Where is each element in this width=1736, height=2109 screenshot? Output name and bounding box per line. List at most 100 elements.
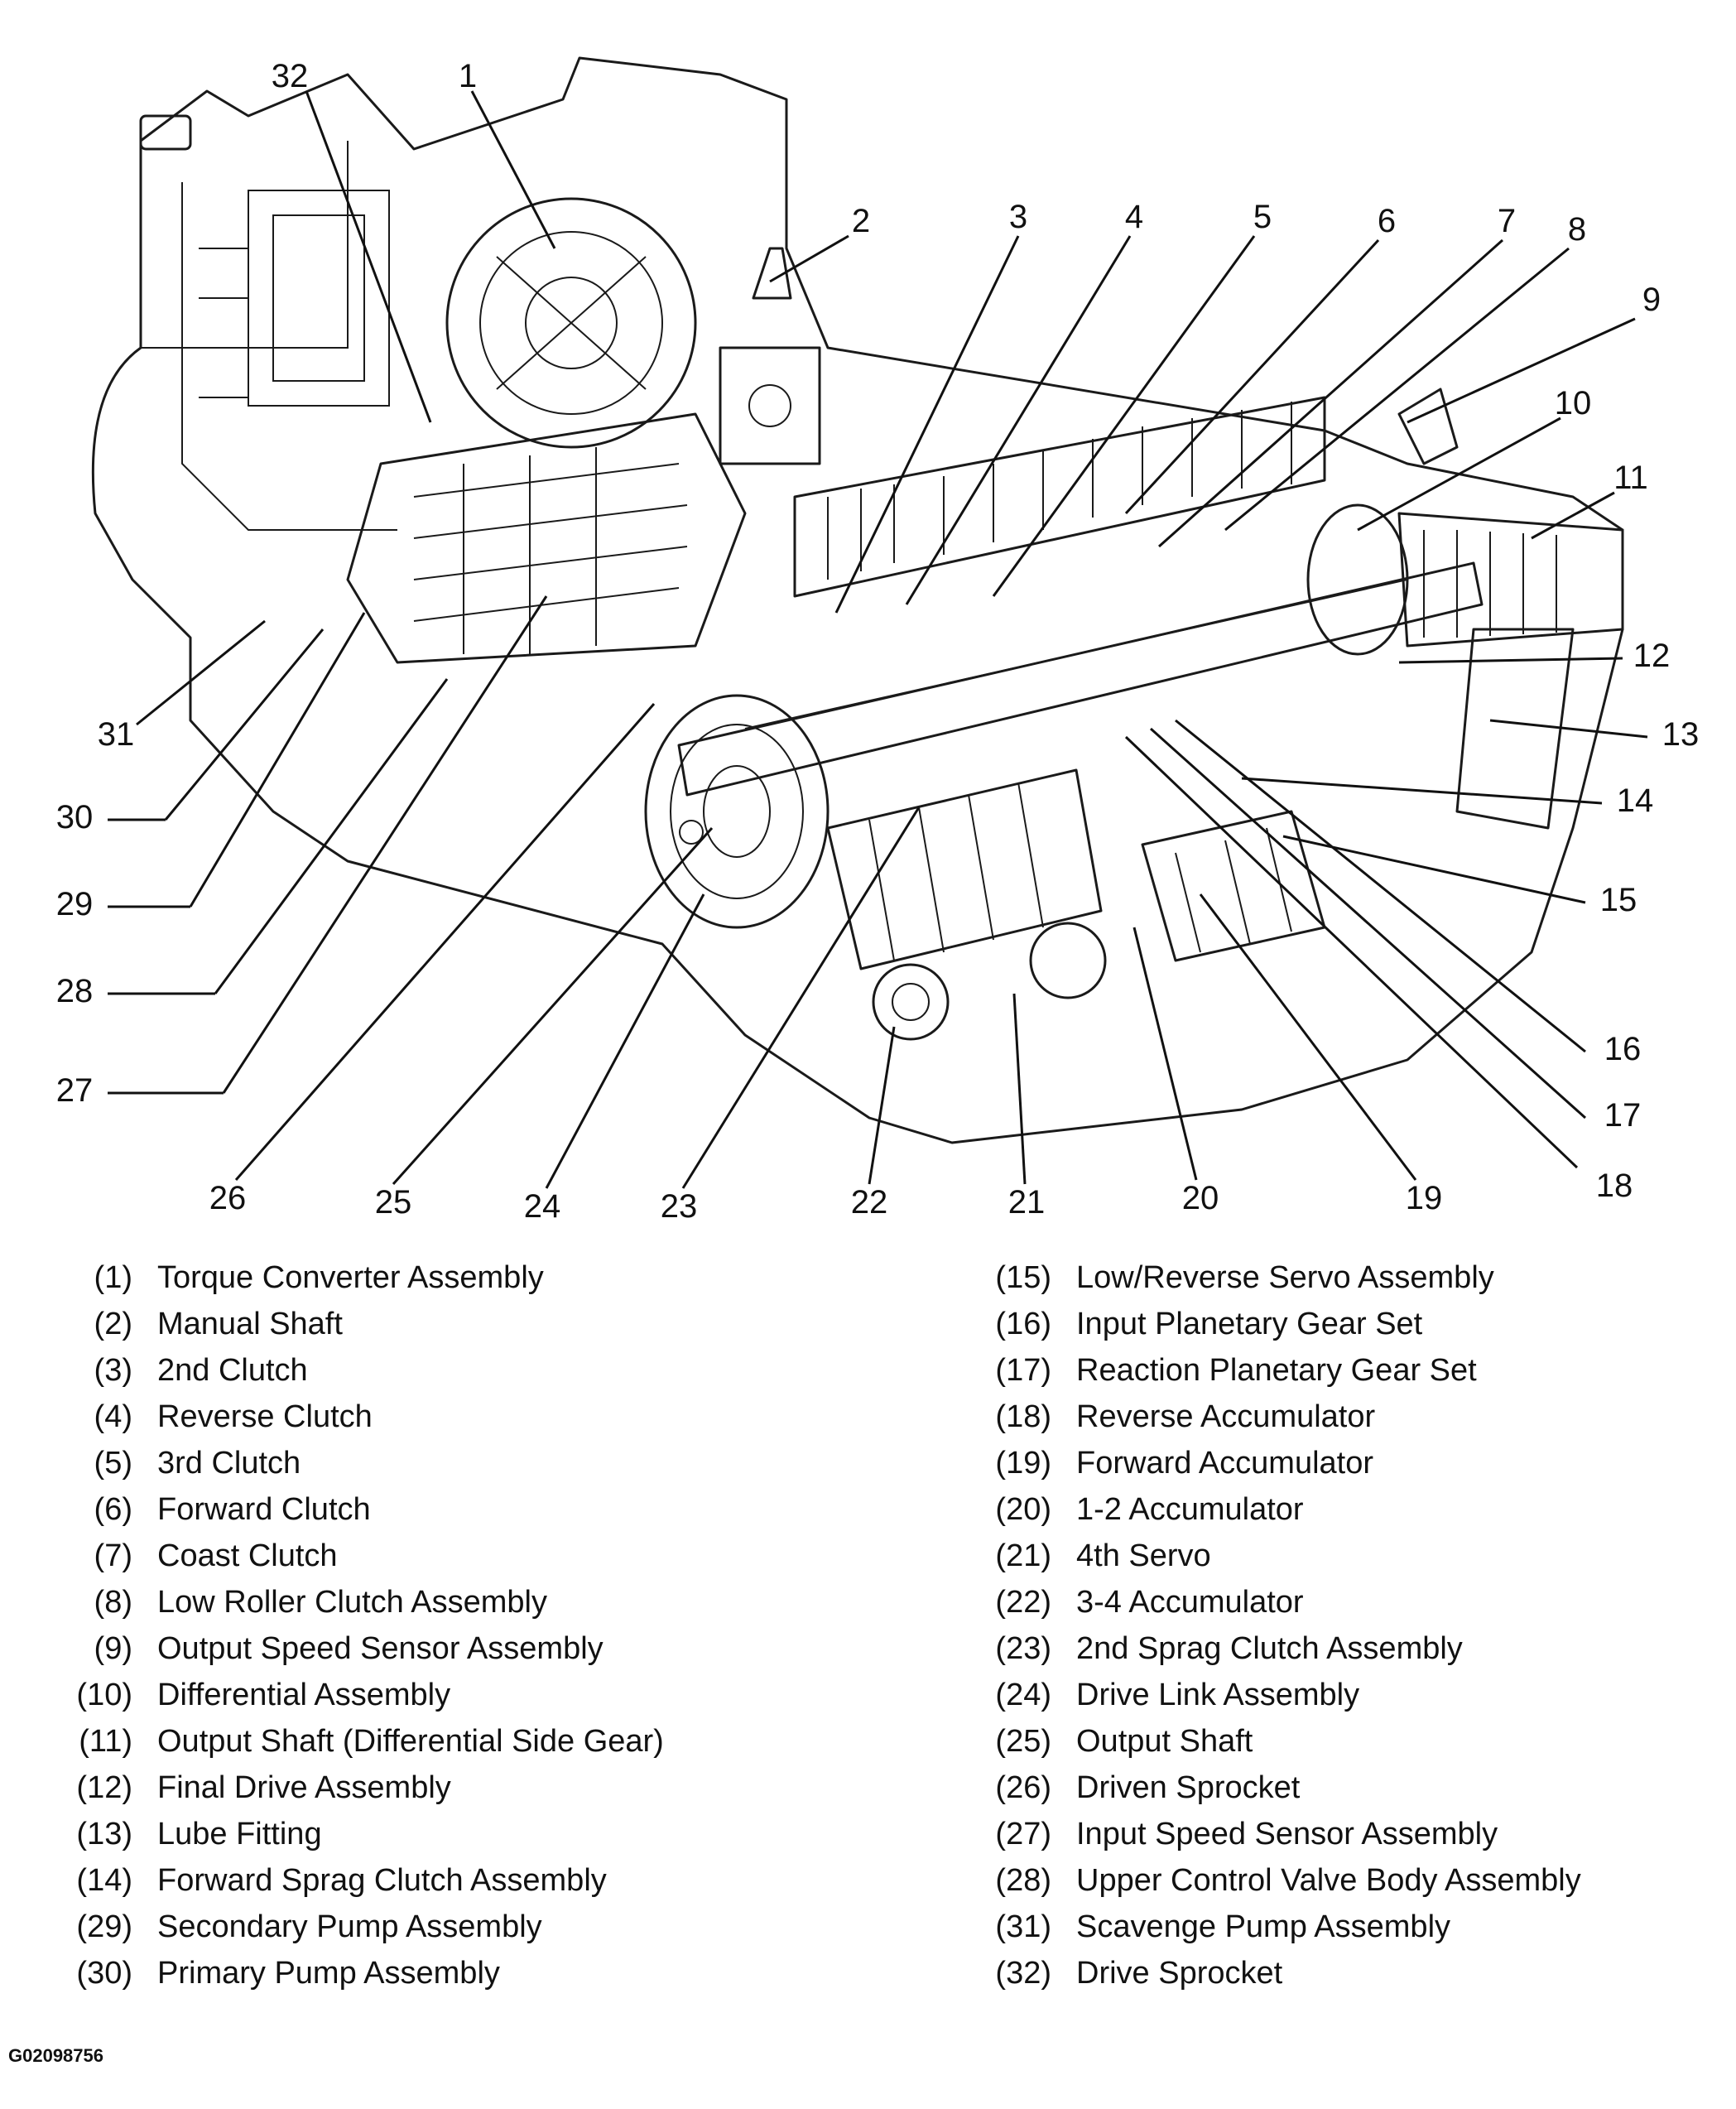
legend-number: (31): [995, 1909, 1051, 1944]
legend-number: (20): [995, 1491, 1051, 1527]
legend-label: Low Roller Clutch Assembly: [157, 1584, 547, 1620]
legend-item: (23) 2nd Sprag Clutch Assembly: [952, 1625, 1697, 1672]
legend-number: (13): [76, 1816, 132, 1851]
legend-label: Input Speed Sensor Assembly: [1076, 1816, 1498, 1851]
callout-5: 5: [1253, 199, 1272, 235]
legend-label: Reaction Planetary Gear Set: [1076, 1352, 1477, 1388]
valve-body: [346, 412, 747, 664]
callout-16: 16: [1604, 1031, 1642, 1067]
callout-32: 32: [272, 58, 309, 94]
callout-24: 24: [524, 1188, 561, 1225]
legend-item: (2) Manual Shaft: [33, 1301, 935, 1347]
legend-number: (5): [94, 1445, 132, 1481]
callout-6: 6: [1378, 203, 1396, 239]
converter-housing: [445, 197, 697, 449]
callout-11: 11: [1613, 460, 1648, 496]
callout-22: 22: [851, 1184, 888, 1221]
legend-number: (18): [995, 1399, 1051, 1434]
legend-item: (31)Scavenge Pump Assembly: [952, 1904, 1697, 1950]
callout-30: 30: [56, 799, 94, 835]
callout-15: 15: [1600, 882, 1637, 918]
legend-item: (21) 4th Servo: [952, 1533, 1697, 1579]
legend-number: (32): [995, 1955, 1051, 1991]
legend-label: 3-4 Accumulator: [1076, 1584, 1304, 1620]
legend-item: (15) Low/Reverse Servo Assembly: [952, 1254, 1697, 1301]
callout-14: 14: [1617, 782, 1654, 819]
legend-number: (10): [76, 1677, 132, 1712]
callout-19: 19: [1406, 1180, 1443, 1216]
legend-number: (24): [995, 1677, 1051, 1712]
legend-label: Forward Accumulator: [1076, 1445, 1374, 1481]
legend-column-right: (15) Low/Reverse Servo Assembly (16) Input…: [952, 1254, 1697, 1996]
legend-item: (30)Primary Pump Assembly: [33, 1950, 935, 1996]
transaxle-drawing: 32 1 2 3 4 5 6 7 8 9 10 11 12 13 14 15 1…: [56, 56, 1700, 1225]
legend-item: (7) Coast Clutch: [33, 1533, 935, 1579]
legend-item: (28)Upper Control Valve Body Assembly: [952, 1857, 1697, 1904]
transaxle-cutaway-figure: 32 1 2 3 4 5 6 7 8 9 10 11 12 13 14 15 1…: [56, 56, 1700, 1225]
callout-labels: 32 1 2 3 4 5 6 7 8 9 10 11 12 13 14 15 1…: [56, 58, 1700, 1225]
legend-item: (6)Forward Clutch: [33, 1486, 935, 1533]
legend-label: Reverse Clutch: [157, 1399, 373, 1434]
legend-label: Manual Shaft: [157, 1306, 343, 1341]
legend-label: 1-2 Accumulator: [1076, 1491, 1304, 1527]
transaxle-housing: [91, 56, 1624, 1144]
legend-label: Drive Link Assembly: [1076, 1677, 1360, 1712]
legend-item: (20) 1-2 Accumulator: [952, 1486, 1697, 1533]
legend-label: Upper Control Valve Body Assembly: [1076, 1862, 1581, 1898]
legend-number: (21): [995, 1538, 1051, 1573]
callout-7: 7: [1498, 203, 1516, 239]
legend-item: (13)Lube Fitting: [33, 1811, 935, 1857]
legend-label: Low/Reverse Servo Assembly: [1076, 1259, 1494, 1295]
legend-column-left: (1)Torque Converter Assembly (2) Manual S…: [33, 1254, 935, 1996]
legend-label: Input Planetary Gear Set: [1076, 1306, 1423, 1341]
legend-item: (14)Forward Sprag Clutch Assembly: [33, 1857, 935, 1904]
callout-8: 8: [1568, 211, 1586, 248]
legend-item: (1)Torque Converter Assembly: [33, 1254, 935, 1301]
legend-number: (27): [995, 1816, 1051, 1851]
legend-item: (10) Differential Assembly: [33, 1672, 935, 1718]
figure-id: G02098756: [8, 2045, 103, 2066]
legend-item: (32) Drive Sprocket: [952, 1950, 1697, 1996]
legend-number: (9): [94, 1630, 132, 1666]
legend-label: Final Drive Assembly: [157, 1770, 451, 1805]
legend-number: (7): [94, 1538, 132, 1573]
legend-label: Output Shaft (Differential Side Gear): [157, 1723, 664, 1759]
callout-10: 10: [1555, 385, 1592, 421]
callout-9: 9: [1642, 282, 1661, 318]
legend-item: (11) Output Shaft (Differential Side Gear…: [33, 1718, 935, 1765]
legend-label: Coast Clutch: [157, 1538, 338, 1573]
legend-number: (22): [995, 1584, 1051, 1620]
legend-number: (14): [76, 1862, 132, 1898]
callout-18: 18: [1596, 1168, 1633, 1204]
legend-item: (17) Reaction Planetary Gear Set: [952, 1347, 1697, 1394]
legend-label: Driven Sprocket: [1076, 1770, 1301, 1805]
legend-item: (4) Reverse Clutch: [33, 1394, 935, 1440]
legend-number: (2): [94, 1306, 132, 1341]
legend-number: (23): [995, 1630, 1051, 1666]
legend-number: (17): [995, 1352, 1051, 1388]
legend-item: (9) Output Speed Sensor Assembly: [33, 1625, 935, 1672]
legend-item: (3)2nd Clutch: [33, 1347, 935, 1394]
legend-number: (1): [94, 1259, 132, 1295]
legend-number: (8): [94, 1584, 132, 1620]
legend-number: (19): [995, 1445, 1051, 1481]
legend-number: (4): [94, 1399, 132, 1434]
main-shaft: [677, 561, 1484, 797]
legend-label: Differential Assembly: [157, 1677, 451, 1712]
legend-number: (25): [995, 1723, 1051, 1759]
legend-item: (26) Driven Sprocket: [952, 1765, 1697, 1811]
legend-label: 2nd Sprag Clutch Assembly: [1076, 1630, 1463, 1666]
legend-item: (12)Final Drive Assembly: [33, 1765, 935, 1811]
legend-item: (25)Output Shaft: [952, 1718, 1697, 1765]
legend-label: 3rd Clutch: [157, 1445, 301, 1481]
callout-2: 2: [852, 203, 870, 239]
legend-label: Output Speed Sensor Assembly: [157, 1630, 604, 1666]
legend-number: (16): [995, 1306, 1051, 1341]
legend-label: Secondary Pump Assembly: [157, 1909, 542, 1944]
legend-label: 4th Servo: [1076, 1538, 1211, 1573]
legend-label: Drive Sprocket: [1076, 1955, 1283, 1991]
legend-number: (11): [79, 1723, 132, 1759]
legend-item: (16) Input Planetary Gear Set: [952, 1301, 1697, 1347]
legend-number: (26): [995, 1770, 1051, 1805]
legend-number: (15): [995, 1259, 1051, 1295]
